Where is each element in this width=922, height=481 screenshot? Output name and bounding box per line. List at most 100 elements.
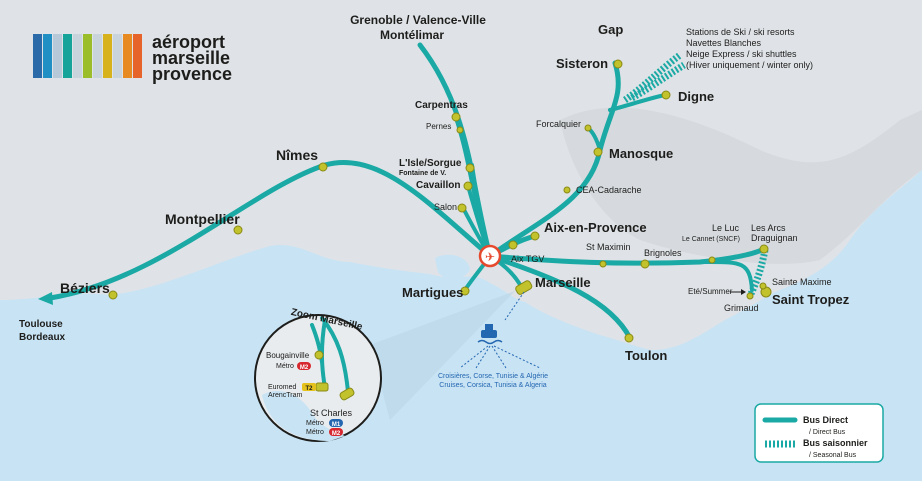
label-sisteron: Sisteron — [556, 56, 608, 71]
m2-label-2: M2 — [332, 431, 341, 437]
label-nimes: Nîmes — [276, 147, 318, 163]
label-le-luc: Le Luc — [712, 223, 740, 233]
route-ski-seasonal-2[interactable] — [630, 62, 686, 102]
logo-bar — [43, 34, 52, 78]
t2-badge — [302, 383, 316, 391]
zoom-beam — [370, 291, 515, 420]
m1-label: M1 — [332, 422, 341, 428]
logo-bar — [33, 34, 42, 78]
stop-forcalquier[interactable] — [584, 124, 592, 132]
label-digne: Digne — [678, 89, 714, 104]
label-salon: Salon — [434, 202, 457, 212]
label-marseille: Marseille — [535, 275, 591, 290]
label-aix: Aix-en-Provence — [544, 220, 647, 235]
cruise-line-fr: Croisières, Corse, Tunisie & Algérie — [438, 373, 548, 380]
label-aix-tgv: Aix TGV — [511, 254, 544, 264]
ski-line-3: Neige Express / ski shuttles — [686, 49, 797, 59]
zoom-metro-3: Métro — [306, 429, 324, 436]
stop-montpellier[interactable] — [233, 225, 243, 235]
zoom-metro-2: Métro — [306, 420, 324, 427]
label-saint-tropez: Saint Tropez — [772, 292, 850, 307]
m1-badge — [329, 419, 343, 427]
logo-line-3: provence — [152, 64, 232, 84]
zoom-bougainville: Bougainville — [266, 351, 310, 360]
stop-les-arcs[interactable] — [759, 244, 769, 254]
label-martigues: Martigues — [402, 285, 463, 300]
stop-manosque[interactable] — [593, 147, 603, 157]
stop-digne[interactable] — [661, 90, 671, 100]
stop-grimaud[interactable] — [746, 292, 754, 300]
logo-bar — [113, 34, 122, 78]
stop-lisle-sorgue[interactable] — [465, 163, 475, 173]
stop-st-maximin[interactable] — [599, 260, 607, 268]
label-lisle-sorgue: L'Isle/Sorgue — [399, 158, 462, 169]
stop-marseille[interactable] — [515, 280, 533, 296]
label-cavaillon: Cavaillon — [416, 180, 460, 191]
stop-nimes[interactable] — [318, 162, 328, 172]
stop-cavaillon[interactable] — [463, 181, 473, 191]
stop-sainte-maxime[interactable] — [759, 282, 767, 290]
zoom-metro-1: Métro — [276, 363, 294, 370]
route-brignoles-le-luc[interactable] — [487, 245, 768, 266]
airport-logo[interactable]: aéroport marseille provence — [33, 32, 232, 84]
route-digne[interactable] — [608, 93, 667, 112]
label-montelimar: Montélimar — [380, 28, 444, 42]
label-bordeaux: Bordeaux — [19, 332, 66, 343]
label-toulouse: Toulouse — [19, 319, 63, 330]
arrow-toulouse — [38, 292, 53, 305]
zoom-sea — [262, 390, 345, 441]
ski-line-2: Navettes Blanches — [686, 38, 762, 48]
legend-seasonal-en: / Seasonal Bus — [809, 452, 857, 459]
zoom-euromed: Euromed — [268, 384, 297, 391]
label-le-cannet: Le Cannet (SNCF) — [682, 236, 740, 243]
label-sainte-maxime: Sainte Maxime — [772, 277, 832, 287]
route-ski-seasonal[interactable] — [623, 52, 683, 103]
ferry-lines — [459, 291, 541, 369]
ski-line-1: Stations de Ski / ski resorts — [686, 27, 795, 37]
stop-brignoles[interactable] — [640, 259, 650, 269]
city-labels: Grenoble / Valence-Ville Montélimar Carp… — [19, 13, 850, 363]
legend-direct-en: / Direct Bus — [809, 429, 846, 436]
cruise-line-en: Cruises, Corsica, Tunisia & Algeria — [439, 382, 546, 389]
zoom-stop-euromed — [315, 382, 329, 392]
ship-hull — [481, 330, 497, 338]
label-gap: Gap — [598, 22, 623, 37]
logo-bar — [123, 34, 132, 78]
ski-line-4: (Hiver uniquement / winter only) — [686, 60, 813, 70]
ship-icon[interactable] — [477, 324, 503, 345]
t2-label: T2 — [305, 386, 313, 392]
ship-waves — [477, 339, 503, 345]
stop-aix-tgv[interactable] — [508, 240, 518, 250]
label-cea: CEA-Cadarache — [576, 185, 642, 195]
legend-seasonal-fr: Bus saisonnier — [803, 438, 868, 448]
ski-note: Stations de Ski / ski resorts Navettes B… — [686, 27, 813, 70]
airport-hub-ring — [478, 244, 502, 268]
logo-line-1: aéroport — [152, 32, 225, 52]
m2-label: M2 — [300, 365, 309, 371]
zoom-stop-st-charles — [339, 387, 355, 401]
stop-martigues[interactable] — [460, 286, 470, 296]
stop-cea-cadarache[interactable] — [563, 186, 571, 194]
logo-bar — [103, 34, 112, 78]
stop-le-luc[interactable] — [708, 256, 716, 264]
stop-pernes[interactable] — [456, 126, 464, 134]
route-st-tropez[interactable] — [698, 259, 754, 292]
label-fontaine: Fontaine de V. — [399, 170, 446, 177]
label-pernes: Pernes — [426, 122, 451, 131]
stop-carpentras[interactable] — [451, 112, 461, 122]
legend-direct-fr: Bus Direct — [803, 415, 848, 425]
stop-salon[interactable] — [457, 203, 467, 213]
stop-beziers[interactable] — [108, 290, 118, 300]
airport-hub[interactable]: ✈ — [478, 244, 502, 268]
summer-arrow-head — [741, 289, 746, 295]
label-brignoles: Brignoles — [644, 248, 682, 258]
route-toulon[interactable] — [487, 253, 633, 341]
logo-bar — [133, 34, 142, 78]
stop-toulon[interactable] — [624, 333, 634, 343]
zoom-marseille[interactable]: Zoom Marseille Bougainville Métro M2 Eur… — [254, 307, 382, 442]
stop-sisteron[interactable] — [613, 59, 623, 69]
stop-aix-en-provence[interactable] — [530, 231, 540, 241]
label-manosque: Manosque — [609, 146, 673, 161]
label-toulon: Toulon — [625, 348, 667, 363]
